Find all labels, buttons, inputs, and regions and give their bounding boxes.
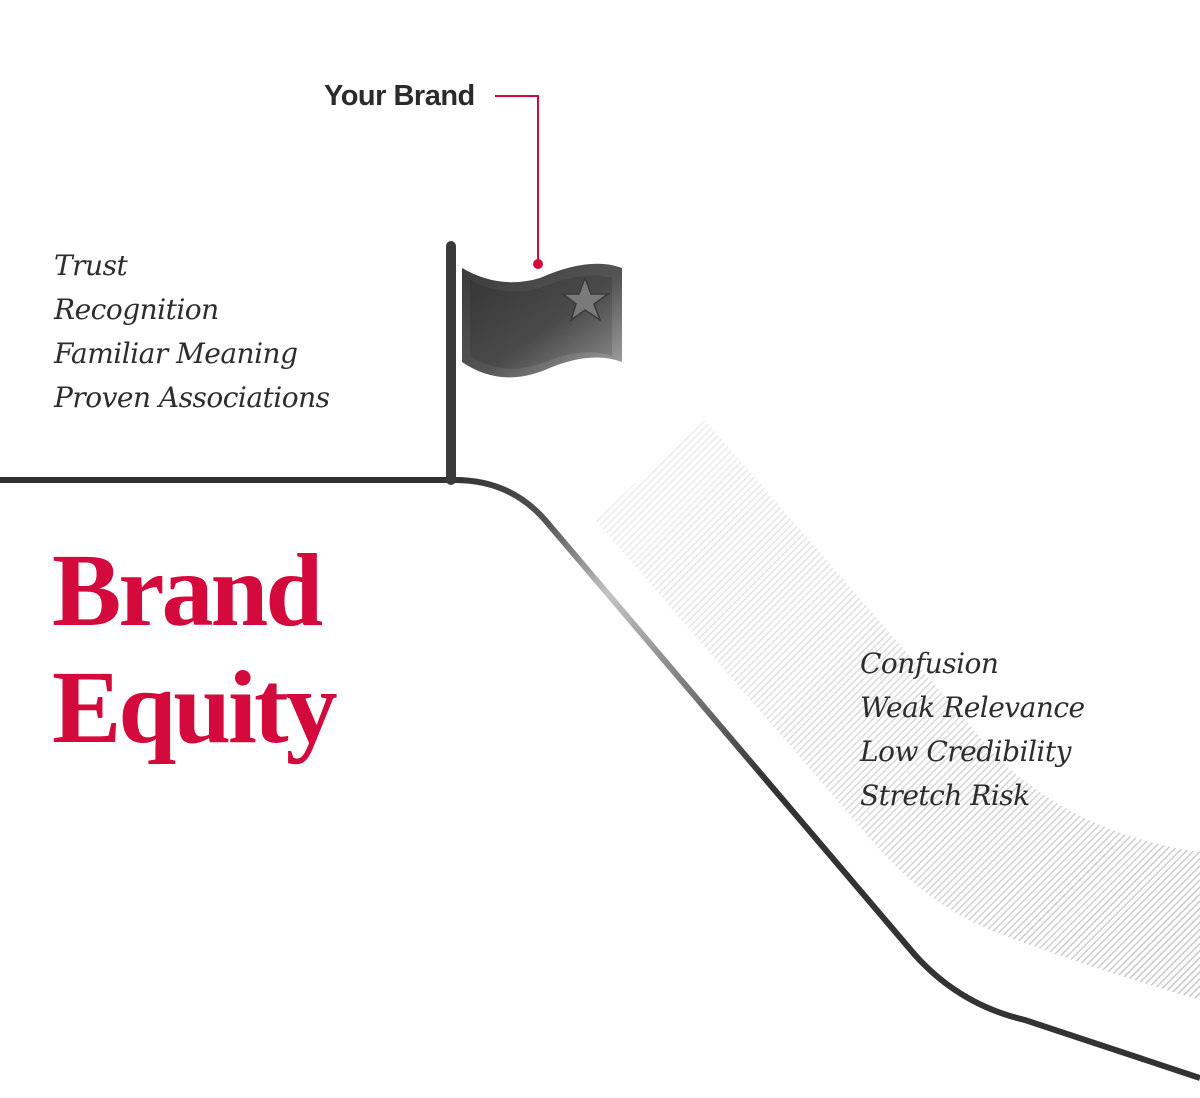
callout-leader [495, 95, 539, 264]
strength-item: Recognition [54, 293, 219, 326]
risk-item: Low Credibility [860, 735, 1071, 768]
risks-list: Confusion Weak Relevance Low Credibility… [860, 642, 1085, 818]
title-line-2: Equity [52, 650, 338, 765]
callout-dot [533, 259, 543, 269]
strengths-list: Trust Recognition Familiar Meaning Prove… [54, 244, 330, 420]
slope-line [454, 477, 1200, 1081]
risk-item: Weak Relevance [860, 691, 1085, 724]
brand-equity-title: Brand Equity [52, 532, 338, 766]
shadow-band [595, 420, 1200, 1000]
title-line-1: Brand [52, 533, 323, 648]
your-brand-label: Your Brand [324, 80, 475, 112]
risk-item: Confusion [860, 647, 999, 680]
flag-with-star-icon [462, 263, 622, 378]
risk-item: Stretch Risk [860, 779, 1030, 812]
strength-item: Familiar Meaning [54, 337, 298, 370]
strength-item: Proven Associations [54, 381, 330, 414]
strength-item: Trust [54, 249, 128, 282]
